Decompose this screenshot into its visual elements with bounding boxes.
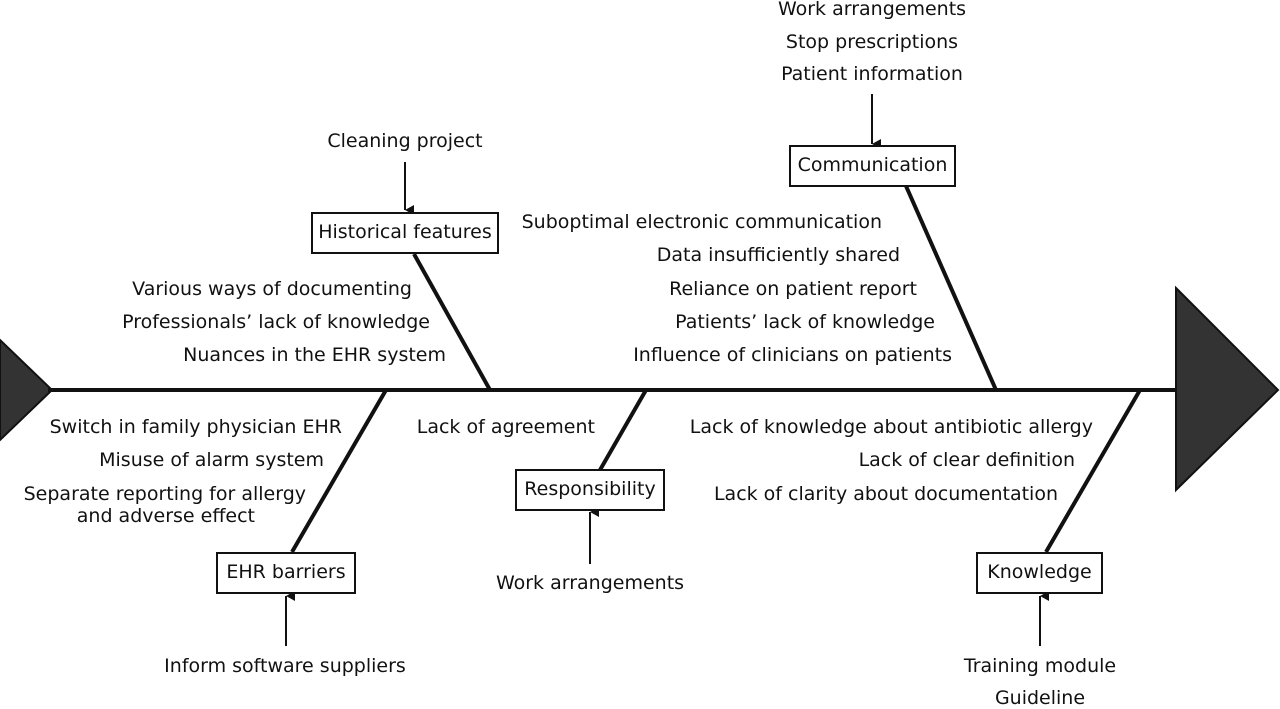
cause-various-ways-documenting: Various ways of documenting — [132, 278, 412, 300]
cause-misuse-alarm-system: Misuse of alarm system — [99, 449, 324, 471]
cause-lack-clear-definition: Lack of clear definition — [858, 449, 1075, 471]
cause-lack-knowledge-antibiotic-allergy: Lack of knowledge about antibiotic aller… — [689, 416, 1093, 438]
cause-patients-lack-knowledge: Patients’ lack of knowledge — [675, 311, 935, 333]
category-ehr-barriers: EHR barriers — [216, 552, 356, 594]
cause-professionals-lack-knowledge: Professionals’ lack of knowledge — [122, 311, 430, 333]
cause-data-insufficiently-shared: Data insufficiently shared — [656, 244, 900, 266]
fish-head — [1175, 285, 1280, 493]
cause-influence-clinicians: Influence of clinicians on patients — [633, 344, 952, 366]
solution-work-arrangements-resp: Work arrangements — [495, 572, 685, 594]
category-knowledge: Knowledge — [976, 552, 1103, 594]
solution-cleaning-project: Cleaning project — [327, 130, 483, 152]
bone-historical — [412, 253, 492, 391]
category-communication: Communication — [789, 145, 956, 187]
solution-patient-information: Patient information — [781, 63, 963, 85]
bone-communication — [904, 185, 998, 391]
cause-nuances-ehr-system: Nuances in the EHR system — [183, 344, 446, 366]
solution-work-arrangements-comm: Work arrangements — [777, 0, 967, 20]
solution-training-module: Training module — [963, 655, 1117, 677]
category-responsibility: Responsibility — [515, 469, 665, 511]
cause-suboptimal-electronic-communication: Suboptimal electronic communication — [521, 211, 882, 233]
category-historical-features: Historical features — [311, 212, 499, 254]
cause-lack-clarity-documentation: Lack of clarity about documentation — [713, 483, 1058, 505]
solution-stop-prescriptions: Stop prescriptions — [785, 31, 959, 53]
bone-responsibility — [598, 389, 648, 471]
cause-reliance-patient-report: Reliance on patient report — [669, 278, 917, 300]
cause-switch-family-physician-ehr: Switch in family physician EHR — [49, 416, 342, 438]
bone-knowledge — [1044, 388, 1142, 554]
cause-lack-of-agreement: Lack of agreement — [416, 416, 595, 438]
cause-separate-reporting-line2: and adverse effect — [76, 505, 255, 527]
fish-tail — [0, 338, 54, 442]
bone-ehr — [290, 388, 388, 554]
solution-inform-software-suppliers: Inform software suppliers — [164, 655, 406, 677]
solution-guideline: Guideline — [994, 687, 1086, 709]
cause-separate-reporting: Separate reporting for allergy — [23, 483, 306, 505]
